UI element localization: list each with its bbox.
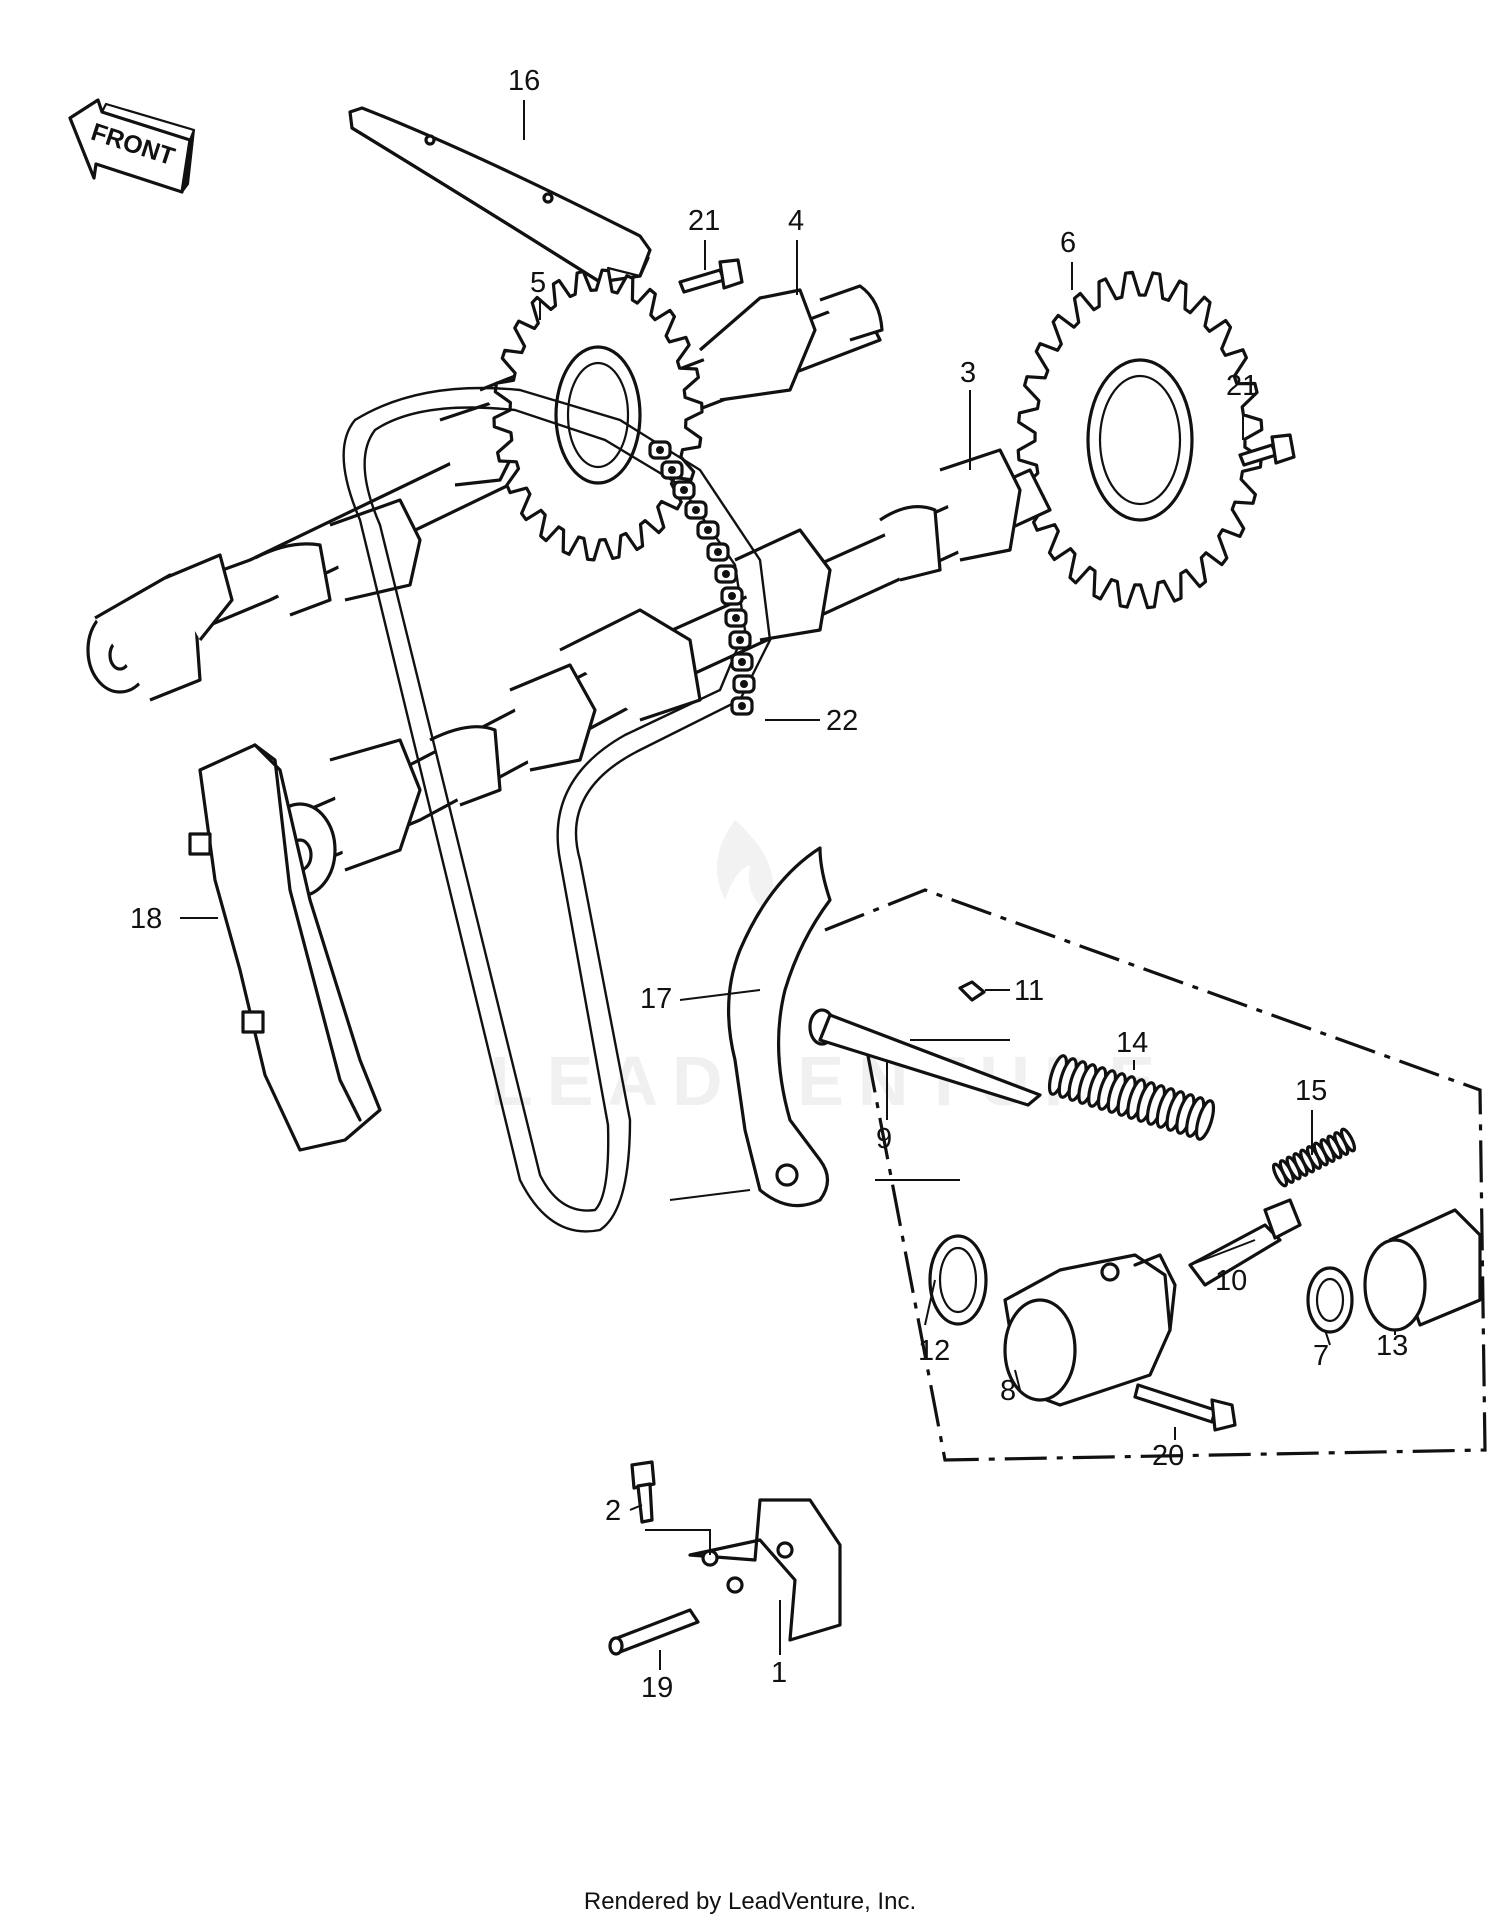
watermark-flame-icon [717, 820, 773, 910]
chain-link-pin [738, 658, 746, 666]
part-6-camshaft-sprocket [1016, 270, 1264, 610]
callout-8: 8 [1000, 1375, 1016, 1407]
callout-7: 7 [1313, 1340, 1329, 1372]
callout-18: 18 [130, 903, 162, 935]
part-22-cam-chain [342, 386, 772, 1233]
callout-16: 16 [508, 65, 540, 97]
callout-2: 2 [605, 1495, 621, 1527]
callout-4: 4 [788, 205, 804, 237]
callout-12: 12 [918, 1335, 950, 1367]
callout-19: 19 [641, 1672, 673, 1704]
part-13-cap [1363, 1208, 1482, 1332]
callout-21-upper: 21 [688, 205, 720, 237]
callout-17: 17 [640, 983, 672, 1015]
leader-lines [180, 100, 1396, 1670]
part-1-bracket [688, 1498, 842, 1642]
spring-coil [1194, 1099, 1216, 1141]
part-19-dowel-pin [608, 1608, 700, 1656]
callout-14: 14 [1116, 1027, 1148, 1059]
part-2-screw [630, 1460, 656, 1524]
part-11-pin [958, 980, 986, 1002]
callout-15: 15 [1295, 1075, 1327, 1107]
part-8-tensioner-body [1003, 1253, 1177, 1407]
chain-link-pin [728, 592, 736, 600]
callout-11: 11 [1014, 975, 1044, 1007]
part-16-upper-chain-guide [348, 106, 652, 284]
chain-link-pin [722, 570, 730, 578]
chain-link-pin [732, 614, 740, 622]
cam-chain-links [648, 440, 756, 716]
front-arrow: FRONT [68, 98, 196, 194]
callout-10: 10 [1215, 1265, 1247, 1297]
part-10-plunger [1188, 1198, 1302, 1287]
callout-20: 20 [1152, 1440, 1184, 1472]
part-9-push-rod [808, 1008, 1042, 1107]
part-3-intake-camshaft [263, 448, 1052, 898]
callout-21-right: 21 [1226, 370, 1258, 402]
chain-link-pin [668, 466, 676, 474]
chain-link-pin [736, 636, 744, 644]
chain-link-pin [704, 526, 712, 534]
part-21-bolt-right [1238, 433, 1296, 467]
callout-9: 9 [876, 1123, 892, 1155]
chain-link-pin [656, 446, 664, 454]
part-14-spring [1047, 1054, 1216, 1141]
chain-link-pin [680, 486, 688, 494]
chain-link-pin [692, 506, 700, 514]
chain-link-pin [714, 548, 722, 556]
callout-5: 5 [530, 267, 546, 299]
spring-coil [1339, 1127, 1357, 1153]
callout-6: 6 [1060, 227, 1076, 259]
tensioner-assembly-outline [824, 888, 1487, 1462]
part-5-camshaft-sprocket [492, 268, 704, 562]
chain-link-pin [738, 702, 746, 710]
part-7-washer [1306, 1266, 1354, 1334]
callout-13: 13 [1376, 1330, 1408, 1362]
part-12-gasket [928, 1234, 988, 1326]
chain-link-pin [740, 680, 748, 688]
callout-22: 22 [826, 705, 858, 737]
part-15-spring [1271, 1127, 1357, 1188]
part-17-tensioner-guide [726, 846, 832, 1208]
callout-3: 3 [960, 357, 976, 389]
callout-1: 1 [771, 1657, 787, 1689]
callout-labels: 16 21 4 5 6 21 3 22 18 17 11 14 9 15 10 … [130, 65, 1408, 1704]
rendered-by-footer: Rendered by LeadVenture, Inc. [583, 1888, 917, 1915]
part-18-chain-guide [188, 743, 382, 1152]
part-20-bolt [1133, 1383, 1237, 1432]
part-21-bolt-upper [678, 258, 744, 294]
